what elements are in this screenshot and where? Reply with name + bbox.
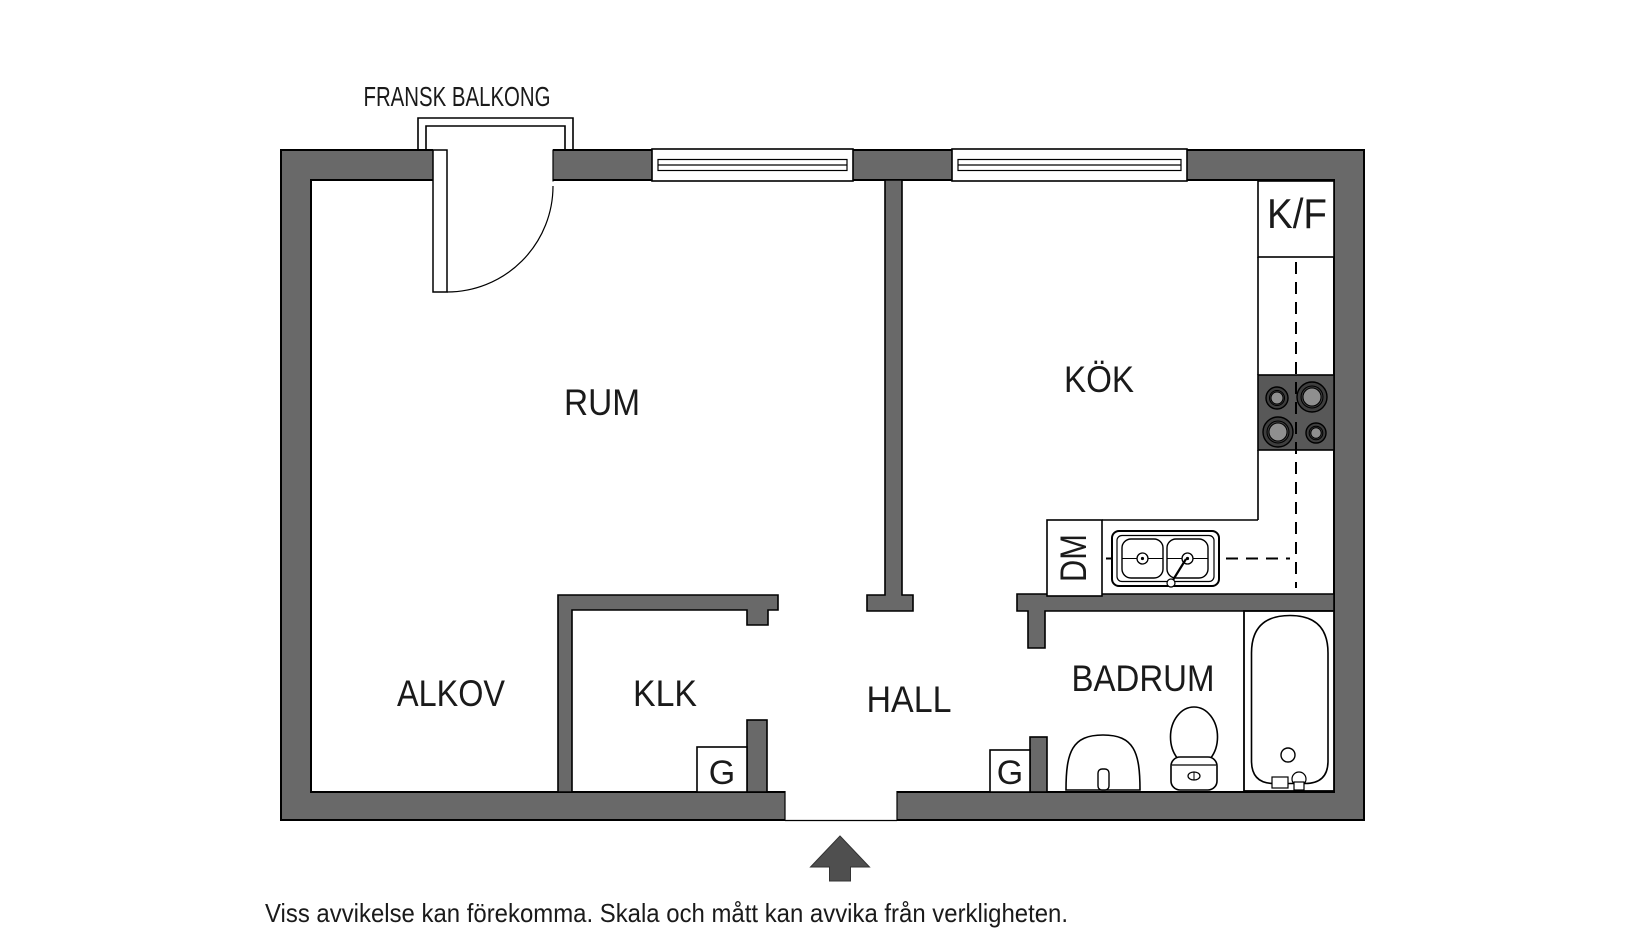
french-balcony-door-icon (417, 117, 574, 293)
room-label-klk: KLK (633, 673, 697, 714)
labels: FRANSK BALKONG RUM KÖK ALKOV KLK HALL BA… (265, 81, 1327, 928)
window-icon (651, 148, 854, 182)
bathroom-fixtures (1065, 610, 1335, 792)
dishwasher-label: DM (1053, 534, 1094, 582)
wardrobe-box (989, 749, 1031, 793)
room-label-rum: RUM (564, 382, 640, 423)
entrance-gap (785, 790, 897, 821)
wardrobe-box (696, 746, 748, 793)
bathtub-icon (1243, 610, 1335, 792)
interior-walls (557, 179, 1335, 793)
wall-klk-right (746, 719, 768, 793)
stove-burner (1265, 386, 1289, 410)
wall-bathroom-jamb (1029, 736, 1048, 793)
fridge-freezer-box (1257, 180, 1335, 258)
wall-klk-enclosure (557, 594, 779, 793)
bathtub-faucet (1271, 776, 1289, 789)
entrance-threshold (784, 791, 898, 822)
balcony-railing-inner (425, 125, 566, 150)
balcony-railing-outer (417, 117, 574, 150)
wall-kitchen-hall (1016, 593, 1335, 649)
windows (651, 148, 1188, 182)
wall-rum-kok-divider (866, 179, 914, 612)
counter-edge (1102, 257, 1259, 521)
room-label-kok: KÖK (1064, 359, 1134, 400)
fridge-freezer-label: K/F (1267, 190, 1327, 237)
wardrobes (696, 746, 1031, 793)
wardrobe-label: G (709, 754, 735, 792)
room-label-hall: HALL (867, 679, 952, 720)
washbasin-tap (1097, 768, 1110, 791)
wardrobe-label: G (997, 754, 1023, 792)
entrance-arrow-icon (809, 835, 871, 882)
kitchen-fixtures (1046, 180, 1335, 597)
sink-icon (1111, 530, 1220, 588)
stove-burner (1305, 422, 1327, 444)
washbasin-icon (1065, 734, 1141, 791)
stove-burner (1262, 416, 1294, 448)
balcony-label: FRANSK BALKONG (364, 81, 551, 112)
window-icon (951, 148, 1188, 182)
door-leaf (432, 149, 448, 293)
dishwasher-box (1046, 519, 1103, 597)
toilet-icon (1169, 706, 1219, 791)
room-label-alkov: ALKOV (397, 673, 505, 714)
stove-burner (1296, 381, 1328, 413)
room-label-badrum: BADRUM (1072, 658, 1215, 699)
bathtub-faucet (1293, 781, 1305, 791)
balcony-door-gap (433, 148, 553, 182)
disclaimer-text: Viss avvikelse kan förekomma. Skala och … (265, 898, 1068, 928)
door-swing-arc (446, 185, 554, 293)
entrance-opening (784, 790, 898, 822)
